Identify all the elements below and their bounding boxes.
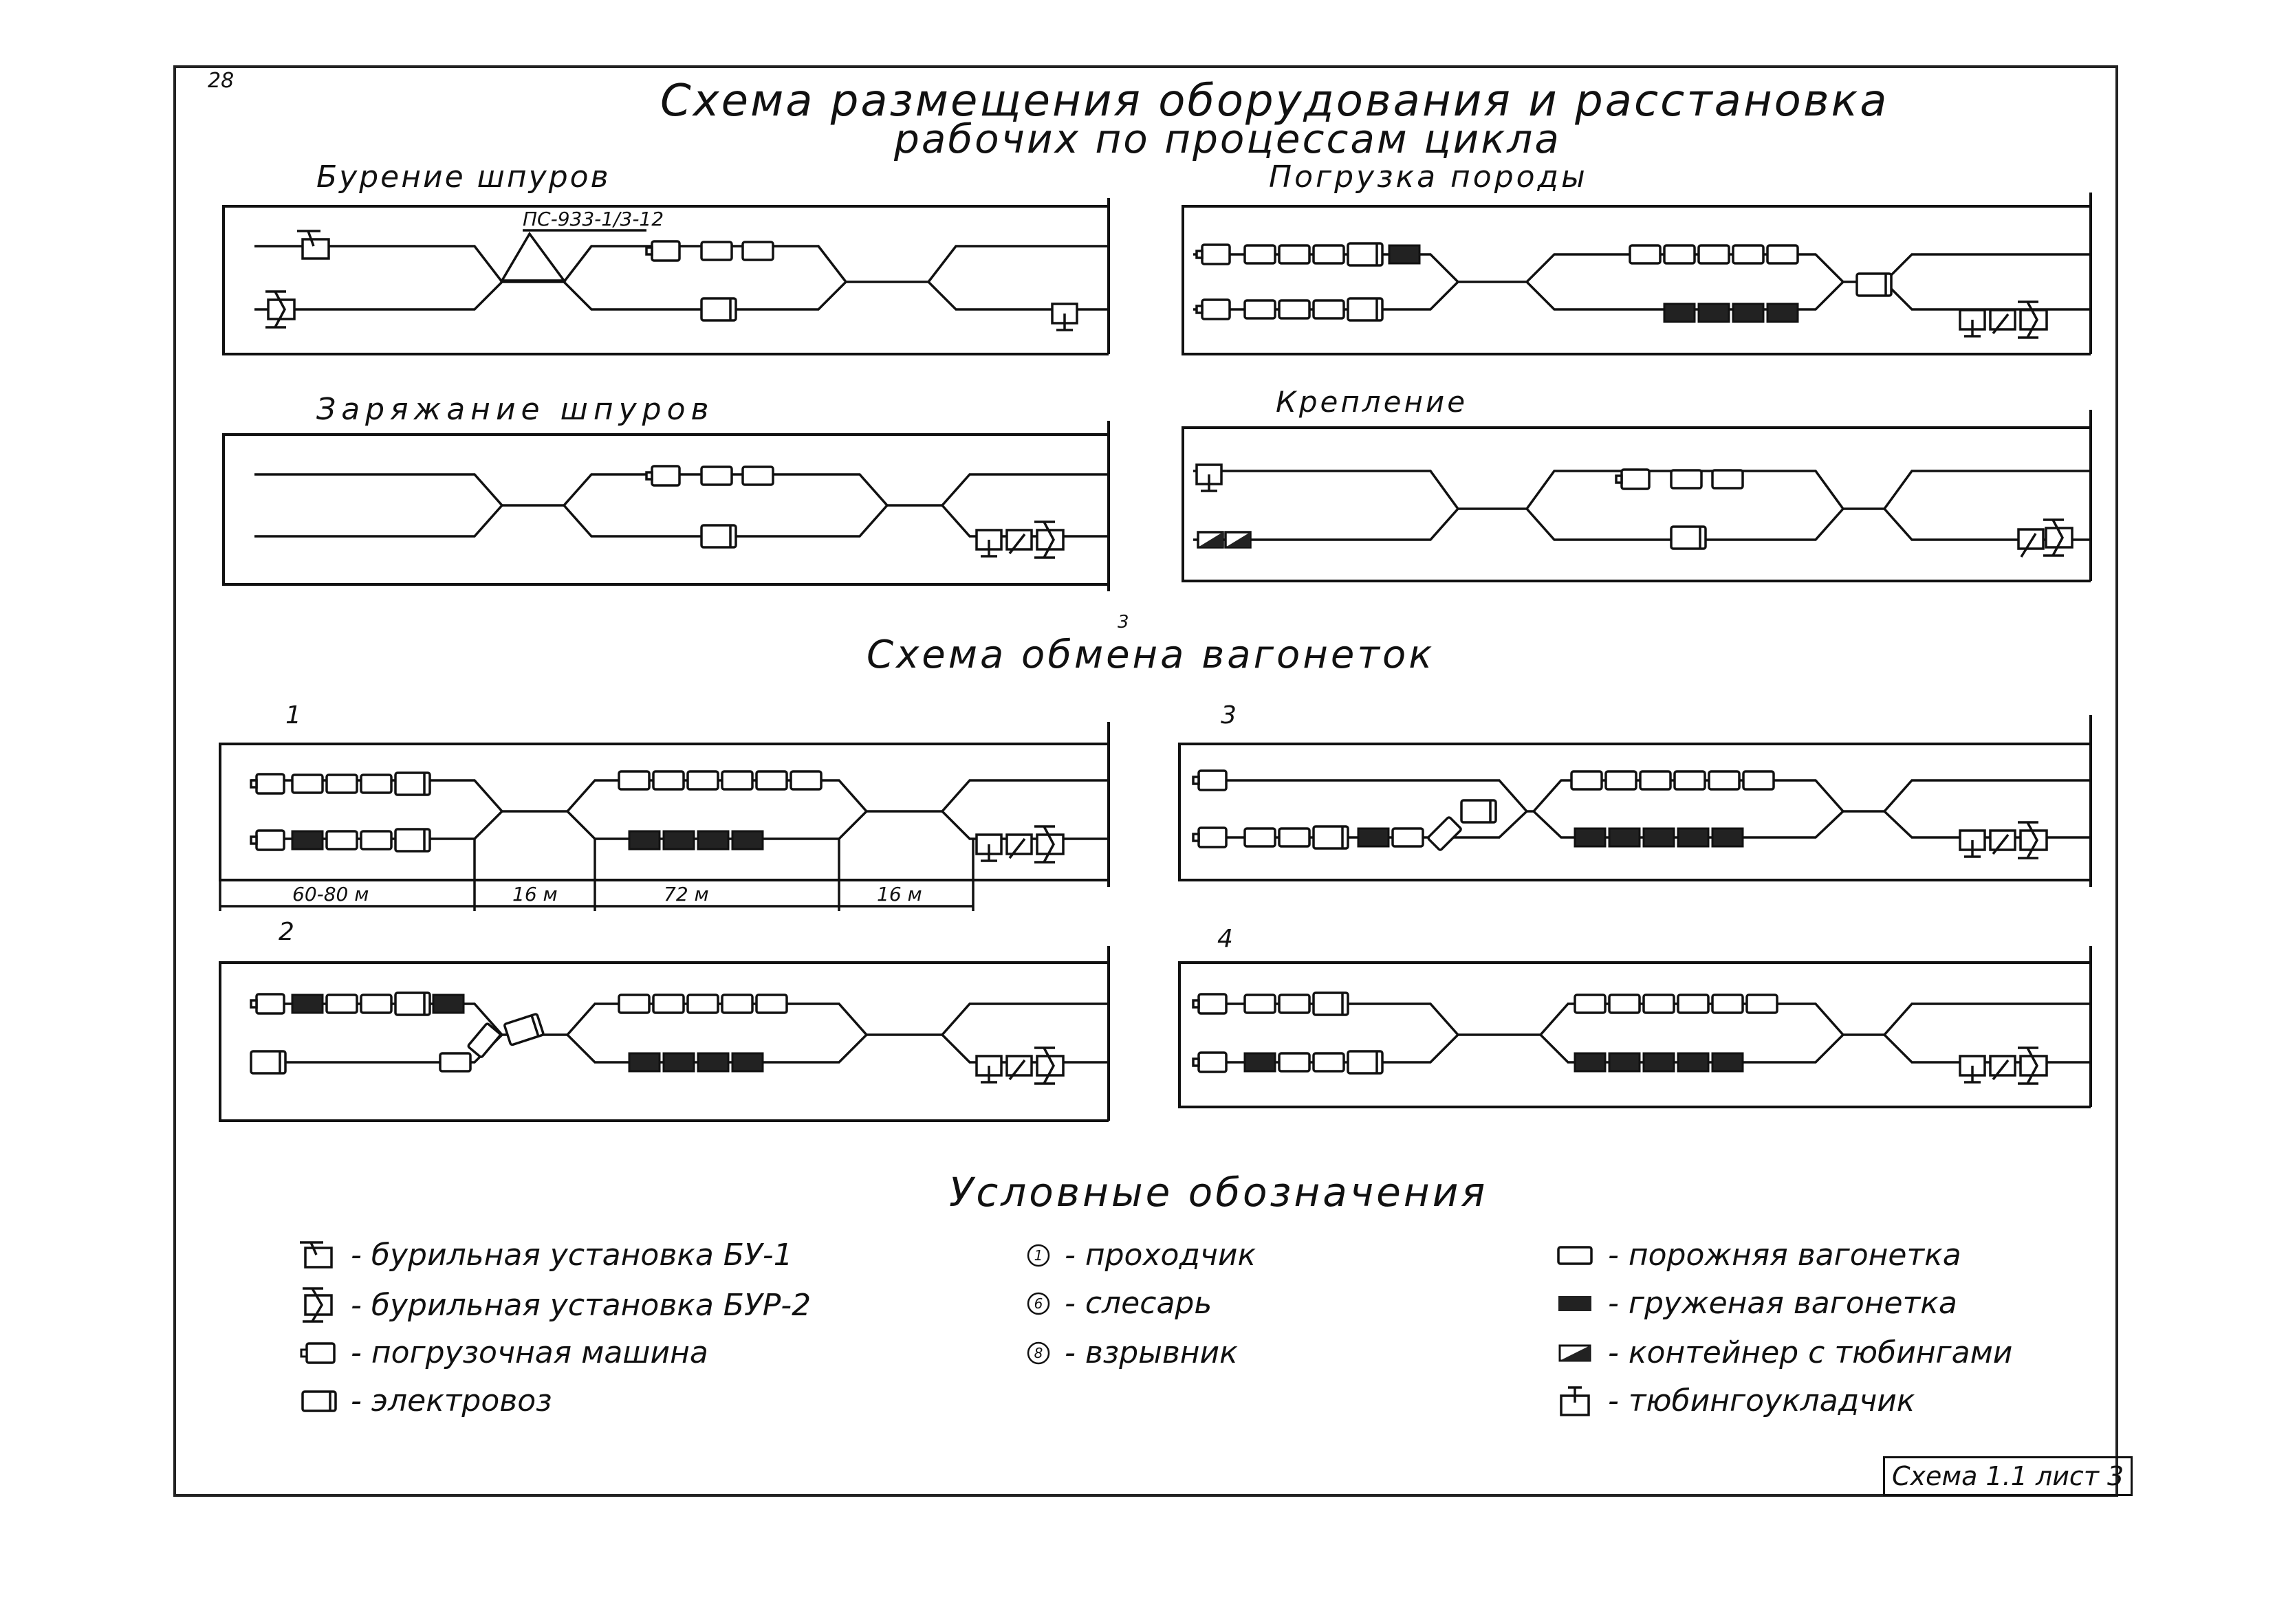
legend-label-loader: - погрузочная машина xyxy=(351,1335,708,1370)
legend-label-tubing-erector: - тюбингоукладчик xyxy=(1608,1383,1915,1418)
legend-label-worker-1: - проходчик xyxy=(1065,1238,1256,1273)
switch-label: ПС-933-1/3-12 xyxy=(523,208,664,230)
empty-wagon-icon xyxy=(1557,1245,1593,1265)
exchange-scheme-2 xyxy=(219,946,1110,1122)
exchange-mark: 3 xyxy=(1118,612,1129,633)
dim-72: 72 м xyxy=(664,883,709,906)
page-number: 28 xyxy=(208,69,235,93)
worker-6-icon: 6 xyxy=(1027,1292,1050,1315)
panel-title-charging: Заряжание шпуров xyxy=(316,392,715,427)
panel-support xyxy=(1182,410,2092,582)
worker-6-num: 6 xyxy=(1034,1295,1043,1312)
sheet-stamp: Схема 1.1 лист 3 xyxy=(1883,1456,2133,1496)
drawing-frame xyxy=(173,65,2118,1497)
legend-item-loaded-wagon: - груженая вагонетка xyxy=(1554,1286,1957,1321)
legend-label-container: - контейнер с тюбингами xyxy=(1608,1335,2013,1370)
legend-item-bu1: - бурильная установка БУ-1 xyxy=(296,1238,793,1273)
exchange-label-1: 1 xyxy=(285,701,301,729)
exchange-title: Схема обмена вагонеток xyxy=(867,633,1435,677)
legend-label-worker-6: - слесарь xyxy=(1065,1286,1212,1321)
panel-drilling xyxy=(222,198,1110,355)
legend-item-container: - контейнер с тюбингами xyxy=(1554,1335,2012,1370)
dim-16-a: 16 м xyxy=(512,883,558,906)
legend-item-locomotive: - электровоз xyxy=(296,1383,552,1418)
panel-title-loading: Погрузка породы xyxy=(1269,160,1588,195)
legend-label-empty-wagon: - порожняя вагонетка xyxy=(1608,1238,1961,1273)
legend-item-worker-1: 1 - проходчик xyxy=(1025,1238,1256,1273)
legend-label-worker-8: - взрывник xyxy=(1065,1335,1238,1370)
tubing-container-icon xyxy=(1558,1344,1591,1361)
panel-title-drilling: Бурение шпуров xyxy=(316,160,611,195)
legend-label-locomotive: - электровоз xyxy=(351,1383,552,1418)
main-title-line-2: рабочих по процессам цикла xyxy=(894,116,1561,162)
panel-loading xyxy=(1182,193,2092,355)
dim-16-b: 16 м xyxy=(877,883,922,906)
legend-item-worker-6: 6 - слесарь xyxy=(1025,1286,1212,1321)
exchange-label-2: 2 xyxy=(279,918,294,946)
drill-rig-bu1-icon xyxy=(300,1240,333,1269)
panel-charging xyxy=(222,421,1110,591)
worker-8-num: 8 xyxy=(1034,1345,1043,1361)
exchange-label-4: 4 xyxy=(1217,925,1233,953)
drill-rig-bur2-icon xyxy=(303,1287,333,1323)
legend-title: Условные обозначения xyxy=(949,1169,1488,1216)
legend-item-worker-8: 8 - взрывник xyxy=(1025,1335,1238,1370)
legend-label-bur2: - бурильная установка БУР-2 xyxy=(351,1287,812,1323)
dim-60-80: 60-80 м xyxy=(292,883,369,906)
locomotive-icon xyxy=(301,1390,337,1412)
loaded-wagon-icon xyxy=(1558,1295,1591,1311)
exchange-scheme-1 xyxy=(219,722,1110,911)
legend-label-loaded-wagon: - груженая вагонетка xyxy=(1608,1286,1957,1321)
worker-1-num: 1 xyxy=(1034,1247,1043,1264)
panel-title-support: Крепление xyxy=(1276,385,1468,419)
legend-item-tubing-erector: - тюбингоукладчик xyxy=(1554,1383,1915,1418)
legend-item-bur2: - бурильная установка БУР-2 xyxy=(296,1286,811,1324)
legend-label-bu1: - бурильная установка БУ-1 xyxy=(351,1238,793,1273)
legend-item-empty-wagon: - порожняя вагонетка xyxy=(1554,1238,1961,1273)
exchange-scheme-3 xyxy=(1178,715,2092,887)
exchange-label-3: 3 xyxy=(1221,701,1237,729)
exchange-scheme-4 xyxy=(1178,946,2092,1108)
legend-item-loader: - погрузочная машина xyxy=(296,1335,708,1370)
main-title-line-1: Схема размещения оборудования и расстано… xyxy=(660,76,1889,127)
loader-icon xyxy=(300,1341,336,1364)
worker-1-icon: 1 xyxy=(1027,1244,1050,1266)
worker-8-icon: 8 xyxy=(1027,1341,1050,1364)
tubing-erector-icon xyxy=(1560,1385,1590,1416)
